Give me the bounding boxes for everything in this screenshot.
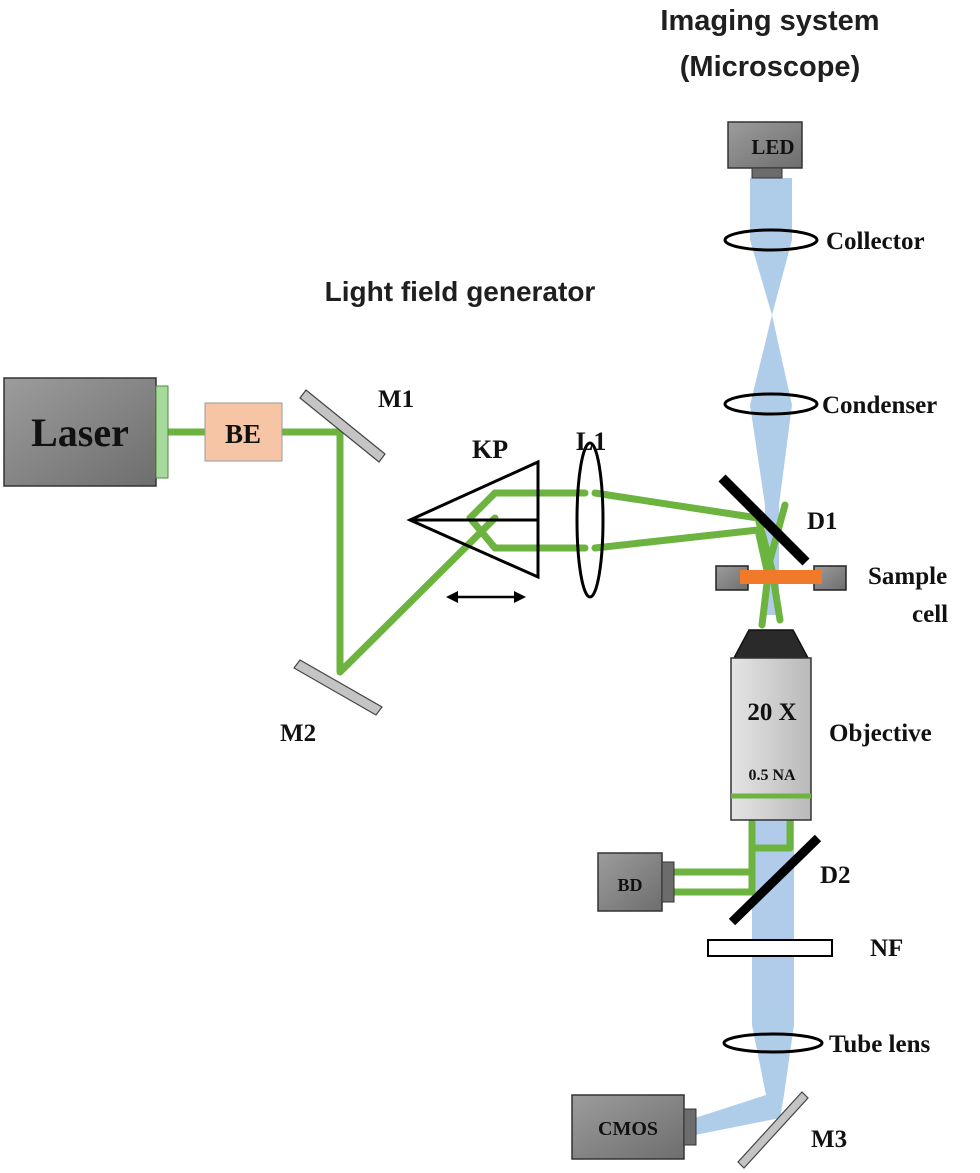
cmos-camera: CMOS: [571, 1094, 697, 1160]
notch-filter: NF: [707, 935, 903, 962]
sample-label: Sample: [868, 563, 947, 590]
arrow-head-left: [446, 591, 458, 603]
tube-lens: Tube lens: [722, 1031, 930, 1058]
laser-body: [3, 377, 157, 487]
sample-cell-label: cell: [912, 601, 948, 628]
led-nozzle: [751, 167, 783, 179]
knife-prism: KP: [406, 435, 540, 603]
mirror-m2: M2: [280, 659, 383, 747]
tube-lens-label: Tube lens: [829, 1031, 930, 1058]
laser-beam: [164, 428, 794, 896]
be-label: BE: [225, 419, 261, 449]
kp-label: KP: [472, 435, 508, 464]
condenser-cone-lower: [750, 405, 792, 505]
beam-kp-split-lower: [466, 514, 499, 552]
objective-label: Objective: [829, 720, 932, 747]
m1-label: M1: [378, 386, 414, 413]
condenser-lens-shape: [723, 392, 819, 416]
objective: 20 X 0.5 NA Objective: [730, 629, 932, 821]
collector-lens: Collector: [723, 228, 925, 255]
beam-be-m1-m2-kp: [278, 428, 499, 676]
sample-cell: Sample cell: [715, 563, 948, 628]
imaging-system-subtitle: (Microscope): [680, 51, 860, 83]
laser-label: Laser: [31, 410, 129, 455]
m3-mirror: [737, 1091, 809, 1169]
cmos-label: CMOS: [598, 1118, 658, 1140]
detection-beam: [752, 820, 794, 1025]
sample: [740, 570, 822, 584]
objective-na: 0.5 NA: [748, 767, 796, 784]
arrow-head-right: [514, 591, 526, 603]
lens-l1: L1: [575, 427, 606, 599]
beam-expander: BE: [204, 402, 283, 462]
dichroic-d2: D2: [728, 834, 851, 926]
condenser-label: Condenser: [822, 392, 937, 419]
beam-l1-upper: [591, 489, 762, 522]
objective-tip: [732, 629, 810, 659]
led: LED: [727, 121, 803, 179]
objective-magnification: 20 X: [747, 699, 796, 726]
mirror-m3: M3: [737, 1091, 847, 1169]
cmos-body: [571, 1094, 685, 1160]
tube-lens-shape: [722, 1032, 824, 1054]
cmos-nozzle: [683, 1108, 697, 1146]
l1-lens: [575, 441, 605, 599]
imaging-system-title: Imaging system: [660, 5, 879, 37]
beam-obj-d2-lower: [668, 818, 756, 876]
laser-aperture: [155, 385, 169, 479]
collector-label: Collector: [826, 228, 925, 255]
l1-label: L1: [576, 427, 606, 456]
m2-label: M2: [280, 720, 316, 747]
d1-label: D1: [807, 508, 838, 535]
mirror-m1: M1: [299, 386, 414, 463]
beam-kp-split-upper: [466, 489, 499, 522]
condenser-cone-upper: [750, 315, 792, 405]
beam-dump: BD: [597, 852, 675, 912]
bd-label: BD: [617, 875, 642, 895]
m3-label: M3: [811, 1126, 847, 1153]
objective-body: [730, 657, 812, 821]
laser: Laser: [3, 377, 169, 487]
led-label: LED: [751, 135, 794, 159]
light-field-generator-title: Light field generator: [325, 276, 596, 307]
led-body: [727, 121, 803, 169]
d2-label: D2: [820, 862, 851, 889]
be-body: [204, 402, 283, 462]
cmos-beam: [695, 1095, 784, 1135]
bd-nozzle: [661, 861, 675, 903]
nf-label: NF: [870, 935, 903, 962]
m2-mirror: [293, 659, 383, 716]
tube-lens-cone: [752, 1025, 794, 1095]
nf-filter: [707, 939, 833, 957]
d1-mirror: [718, 474, 810, 566]
m1-mirror: [299, 389, 386, 463]
dichroic-d1: D1: [718, 474, 838, 566]
d2-mirror: [728, 834, 822, 926]
beam-l1-lower: [591, 526, 762, 552]
collector-cone: [750, 240, 792, 315]
condenser-lens: Condenser: [723, 392, 937, 419]
illumination-beam: [695, 178, 794, 1135]
bd-body: [597, 852, 663, 912]
collector-lens-shape: [723, 228, 819, 252]
